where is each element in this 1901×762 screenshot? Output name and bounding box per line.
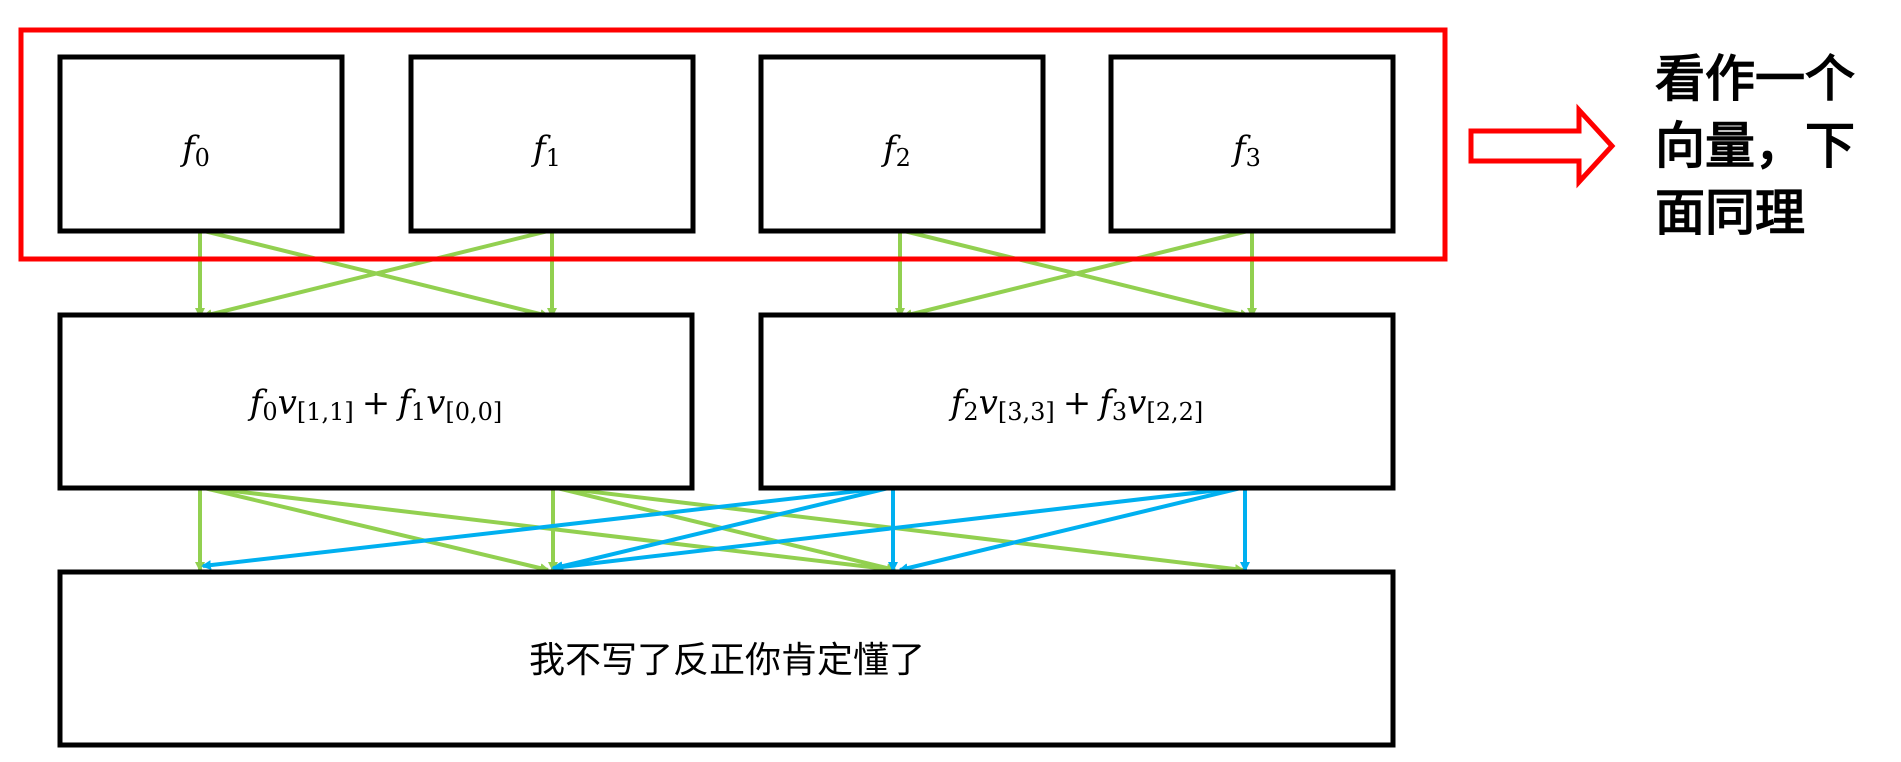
arrow-b-c — [201, 485, 894, 571]
row1-boxes — [57, 54, 1396, 234]
box-f3 — [1108, 54, 1396, 234]
arrow-f1-cross — [202, 228, 553, 319]
label-combine-right: f2v[3,3]+f3v[2,2] — [948, 383, 1204, 426]
row2-boxes — [57, 312, 1396, 491]
green-arrows-level1 — [195, 228, 1257, 319]
box-combine-right — [758, 312, 1396, 491]
blue-arrows-level2 — [201, 485, 1250, 573]
box-combine-left — [57, 312, 695, 491]
label-final: 我不写了反正你肯定懂了 — [529, 640, 925, 681]
arrow-b-e — [898, 485, 1246, 573]
arrow-b-f — [551, 485, 1246, 573]
side-note: 看作一个 向量，下 面同理 — [1655, 50, 1855, 242]
note-line-2: 向量，下 — [1655, 117, 1855, 175]
right-arrow-icon — [1468, 103, 1616, 189]
note-line-3: 面同理 — [1655, 184, 1805, 242]
arrow-l2-b — [199, 485, 550, 574]
box-final — [57, 569, 1396, 748]
arrow-b-b — [553, 485, 894, 571]
row2-labels: f0v[1,1]+f1v[0,0] f2v[3,3]+f3v[2,2] — [247, 383, 1204, 426]
box-f2 — [758, 54, 1046, 234]
arrow-f3-cross — [902, 228, 1253, 319]
box-f1 — [408, 54, 696, 234]
box-f0 — [57, 54, 345, 234]
note-line-1: 看作一个 — [1655, 50, 1855, 108]
highlight-frame — [18, 27, 1448, 262]
